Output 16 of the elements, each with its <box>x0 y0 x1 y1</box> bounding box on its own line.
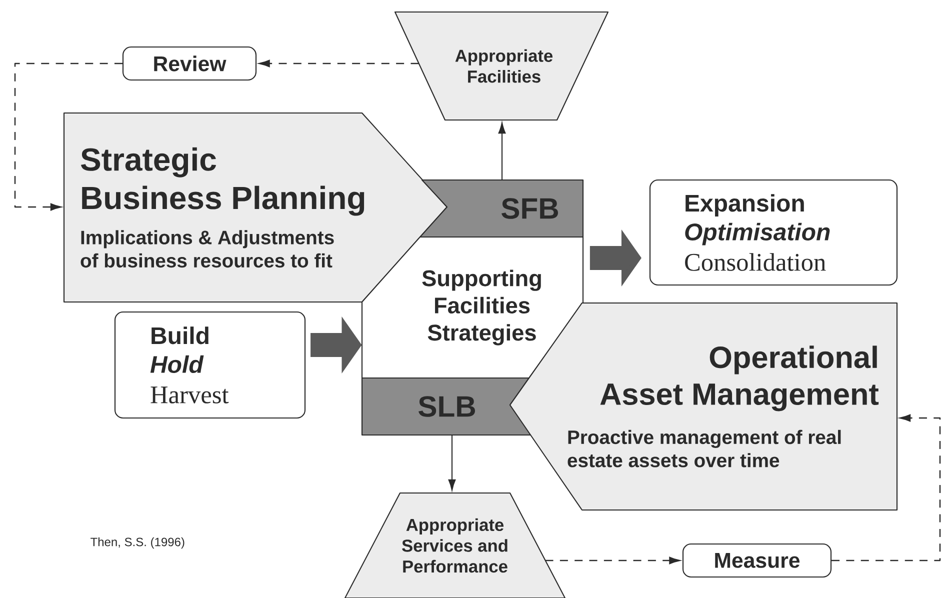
rounded-box: Expansion Optimisation Consolidation <box>649 179 898 286</box>
arrow <box>498 122 506 180</box>
rounded-box: Review <box>122 46 257 81</box>
trapezoid-box: Appropriate Services and Performance <box>344 492 566 598</box>
rounded-box: Build Hold Harvest <box>114 311 306 419</box>
dashed-arrow <box>832 414 941 562</box>
citation-text: Then, S.S. (1996) <box>90 537 184 549</box>
band-box: SLB <box>361 377 532 436</box>
central-box: Supporting Facilities Strategies <box>361 236 584 379</box>
dashed-arrow <box>14 62 122 211</box>
band-box: SFB <box>419 179 584 238</box>
dashed-arrow <box>545 556 680 564</box>
dashed-arrow <box>259 60 419 68</box>
arrow <box>448 435 456 491</box>
trapezoid-box: Appropriate Facilities <box>394 11 609 121</box>
rounded-box: Measure <box>682 543 832 578</box>
